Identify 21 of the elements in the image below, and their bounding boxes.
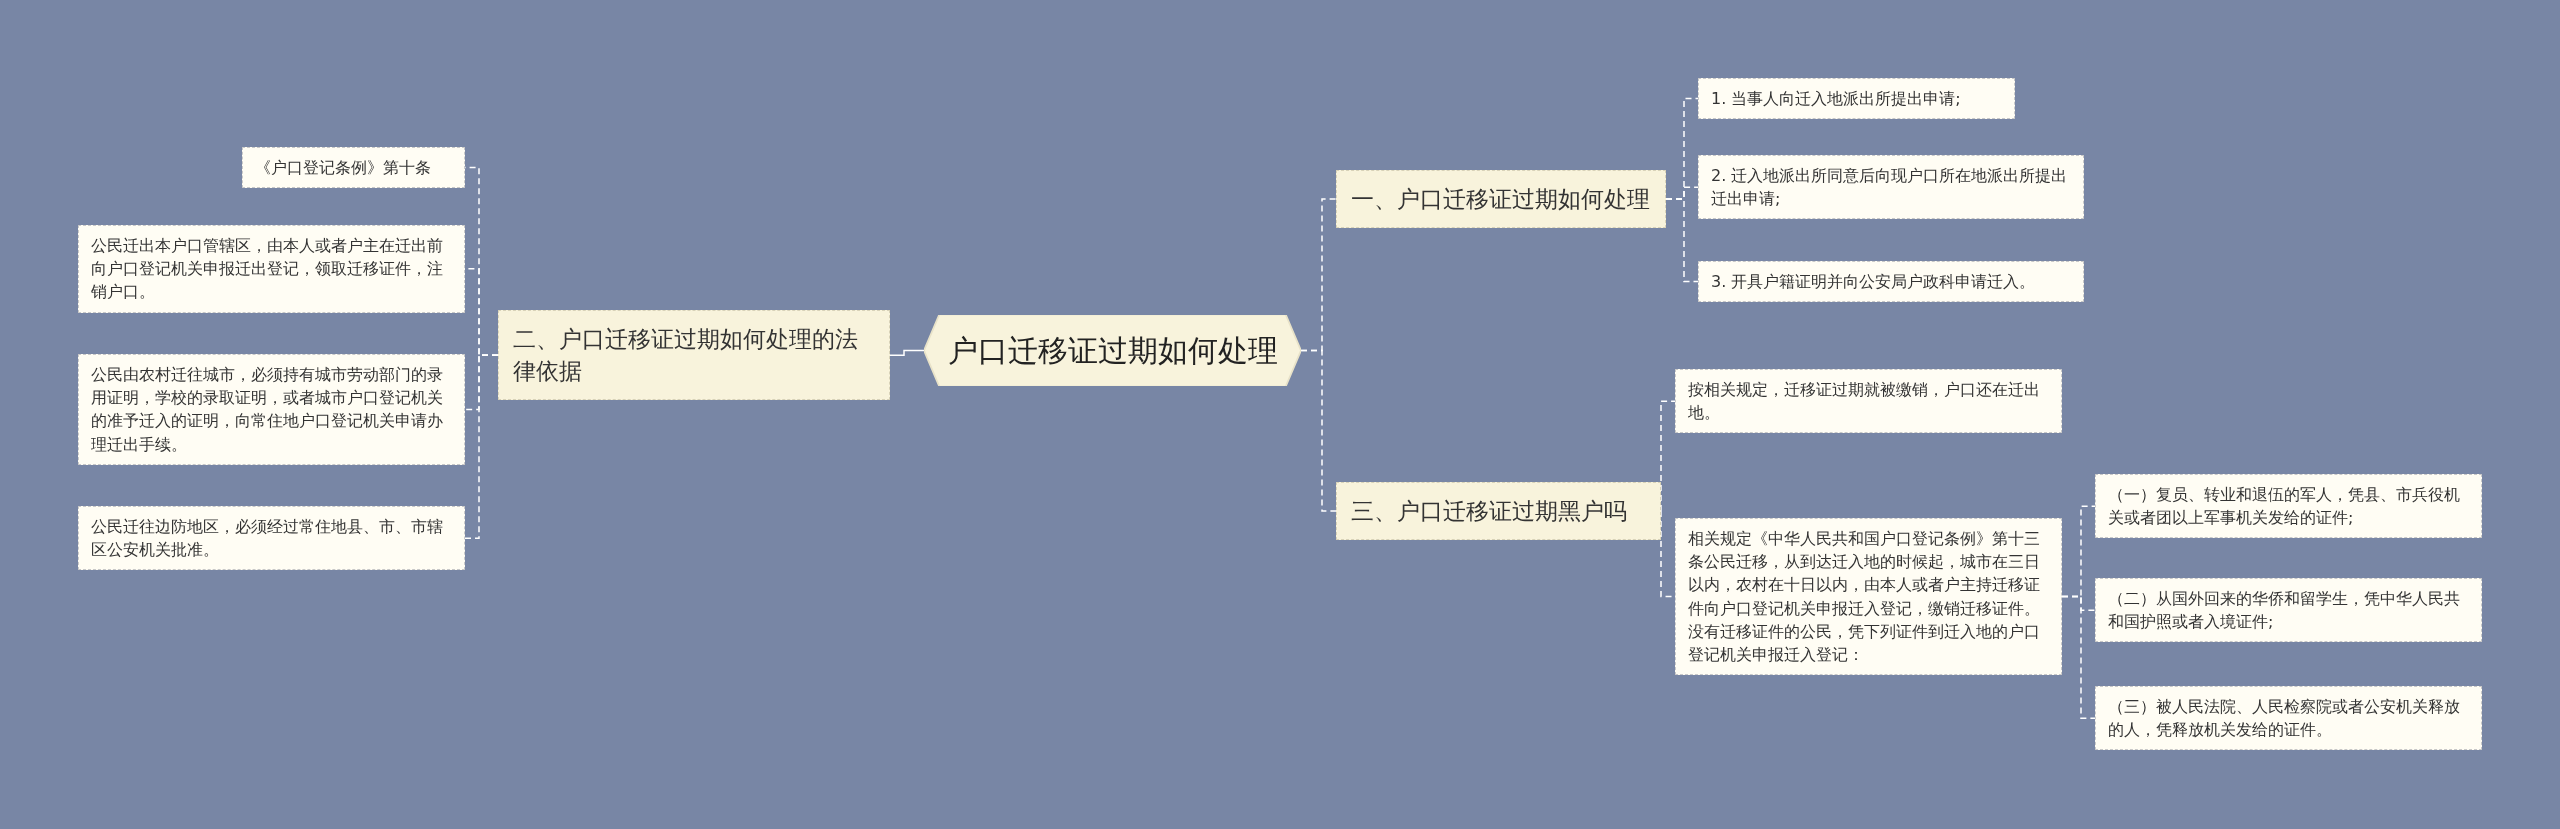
topic-box: 三、户口迁移证过期黑户吗 — [1336, 482, 1661, 541]
connector-line — [1300, 349, 1337, 512]
connector-line — [464, 354, 499, 539]
note-box: 相关规定《中华人民共和国户口登记条例》第十三条公民迁移，从到达迁入地的时候起，城市在三日以内，农村在十日以内，由本人或者户主持迁移证件向户口登记机关申报迁入登记，缴销迁移证件。没有迁移证件的公民，凭下列证件到迁入地的户口登记机关申报迁入登记： — [1675, 518, 2062, 676]
connector-line — [1665, 198, 1699, 283]
connector-line — [2061, 595, 2096, 719]
note-box: （二）从国外回来的华侨和留学生，凭中华人民共和国护照或者入境证件; — [2095, 578, 2482, 643]
connector-line — [889, 349, 925, 356]
note-box: 2. 迁入地派出所同意后向现户口所在地派出所提出迁出申请; — [1698, 155, 2084, 220]
note-box: 1. 当事人向迁入地派出所提出申请; — [1698, 78, 2015, 120]
topic-box: 一、户口迁移证过期如何处理 — [1336, 170, 1666, 229]
note-box: 公民迁出本户口管辖区，由本人或者户主在迁出前向户口登记机关申报迁出登记，领取迁移证件，注销户口。 — [78, 225, 465, 313]
central-topic: 户口迁移证过期如何处理 — [924, 315, 1301, 386]
note-box: 公民由农村迁往城市，必须持有城市劳动部门的录用证明，学校的录取证明，或者城市户口登记机关的准予迁入的证明，向常住地户口登记机关申请办理迁出手续。 — [78, 354, 465, 465]
note-box: （一）复员、转业和退伍的军人，凭县、市兵役机关或者团以上军事机关发给的证件; — [2095, 474, 2482, 539]
note-box: 公民迁往边防地区，必须经过常住地县、市、市辖区公安机关批准。 — [78, 506, 465, 571]
note-box: 《户口登记条例》第十条 — [242, 147, 465, 189]
note-box: （三）被人民法院、人民检察院或者公安机关释放的人，凭释放机关发给的证件。 — [2095, 686, 2482, 751]
topic-box: 二、户口迁移证过期如何处理的法律依据 — [498, 310, 890, 401]
note-box: 3. 开具户籍证明并向公安局户政科申请迁入。 — [1698, 261, 2084, 303]
note-box: 按相关规定，迁移证过期就被缴销，户口还在迁出地。 — [1675, 369, 2062, 434]
